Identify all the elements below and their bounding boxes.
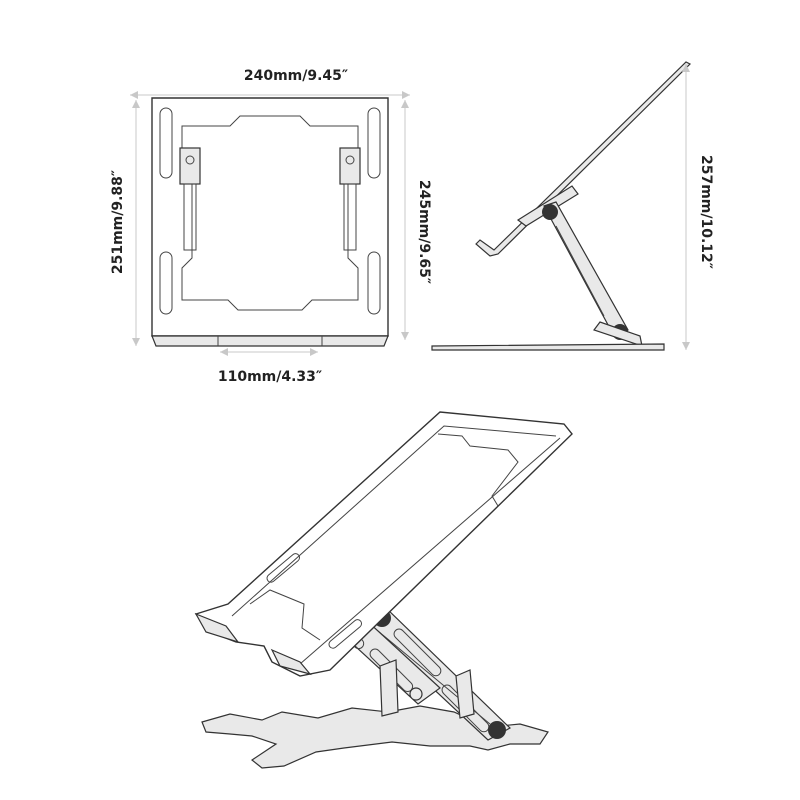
total-height-dimension: 257mm/10.12″ bbox=[682, 64, 714, 350]
base-width-label: 110mm/4.33″ bbox=[218, 369, 322, 385]
base-plate bbox=[201, 705, 549, 769]
outer-height-label: 251mm/9.88″ bbox=[110, 170, 126, 274]
base-width-dimension: 110mm/4.33″ bbox=[218, 348, 322, 385]
side-view bbox=[431, 61, 692, 351]
width-label: 240mm/9.45″ bbox=[244, 68, 348, 84]
outer-height-dimension: 251mm/9.88″ bbox=[110, 100, 140, 346]
width-dimension: 240mm/9.45″ bbox=[130, 68, 410, 99]
inner-height-label: 245mm/9.65″ bbox=[416, 180, 432, 284]
hinge-knob bbox=[488, 721, 506, 739]
front-view bbox=[151, 97, 389, 347]
perspective-view bbox=[194, 411, 573, 769]
total-height-label: 257mm/10.12″ bbox=[698, 155, 714, 269]
inner-height-dimension: 245mm/9.65″ bbox=[401, 100, 432, 340]
